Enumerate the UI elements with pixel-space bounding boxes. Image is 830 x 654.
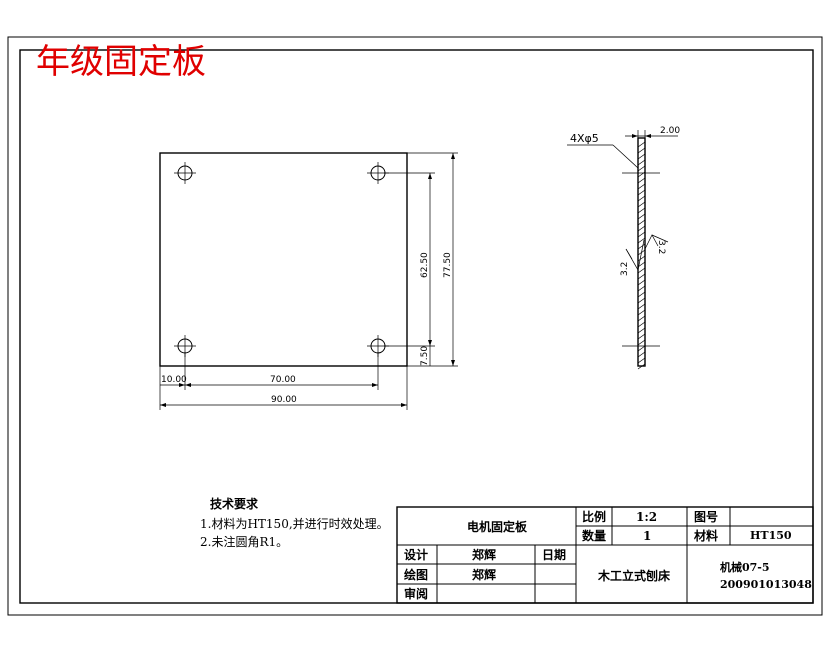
hatch-line	[637, 339, 646, 346]
hole-callout: 4Xφ5	[570, 132, 599, 145]
design-name: 郑辉	[472, 547, 496, 562]
hatch-line	[637, 279, 646, 286]
dim-62-50: 62.50	[420, 252, 430, 278]
machine-name: 木工立式刨床	[597, 568, 671, 583]
hatch-line	[637, 153, 646, 160]
hatch-line	[637, 297, 646, 304]
date-label: 日期	[542, 547, 566, 562]
hatch-line	[637, 357, 646, 364]
dim-7-50: 7.50	[420, 346, 430, 366]
qty-label: 数量	[582, 528, 606, 543]
class-name: 机械07-5	[720, 560, 770, 574]
technical-notes: 技术要求 1.材料为HT150,并进行时效处理。 2.未注圆角R1。	[200, 496, 389, 549]
hatch-line	[637, 243, 646, 250]
hatch-line	[637, 207, 646, 214]
hatch-line	[637, 213, 646, 220]
roughness-right: 3.2	[644, 234, 669, 254]
design-label: 设计	[404, 547, 428, 562]
hatch-line	[637, 345, 646, 352]
dim-10: 10.00	[161, 375, 187, 385]
dim-77-50: 77.50	[443, 252, 453, 278]
hatch-line	[637, 141, 646, 148]
hatch-line	[637, 237, 646, 244]
review-label: 审阅	[404, 586, 428, 601]
material-value: HT150	[750, 529, 792, 542]
hatch-line	[637, 231, 646, 238]
hatch-line	[637, 351, 646, 358]
thickness-dim: 2.00	[660, 126, 680, 136]
hatch-line	[637, 177, 646, 184]
notes-line-2: 2.未注圆角R1。	[200, 534, 288, 549]
outer-frame	[7, 36, 823, 616]
hatch-line	[637, 333, 646, 340]
hatch-line	[637, 147, 646, 154]
hatch-line	[637, 165, 646, 172]
hatch-line	[637, 225, 646, 232]
side-view: 4Xφ5 2.00 3.2 3.2	[567, 126, 680, 370]
notes-line-1: 1.材料为HT150,并进行时效处理。	[200, 516, 389, 531]
hatch-line	[637, 273, 646, 280]
student-id: 200901013048	[720, 578, 812, 591]
front-view: 10.00 70.00 90.00 62.50 77.50 7.50	[159, 152, 458, 410]
hatch-line	[637, 291, 646, 298]
hatch-line	[637, 327, 646, 334]
hatch-line	[637, 321, 646, 328]
hatch-line	[637, 315, 646, 322]
material-label: 材料	[693, 528, 718, 543]
hole-top-left	[174, 162, 196, 184]
hatch-line	[637, 363, 646, 370]
hatch-line	[637, 303, 646, 310]
hatch-line	[637, 267, 646, 274]
roughness-left: 3.2	[620, 239, 645, 276]
title-block: 电机固定板 比例 1:2 图号 数量 1 材料 HT150 设计 郑辉 日期 绘…	[396, 506, 814, 604]
hatch-line	[637, 219, 646, 226]
section-hatch	[637, 141, 646, 370]
hatch-line	[637, 159, 646, 166]
part-name: 电机固定板	[467, 519, 528, 534]
scale-label: 比例	[582, 509, 606, 524]
scale-value: 1:2	[636, 510, 657, 524]
plate-section	[637, 137, 646, 367]
dim-70: 70.00	[270, 375, 296, 385]
hatch-line	[637, 195, 646, 202]
draw-name: 郑辉	[472, 567, 496, 582]
dim-90: 90.00	[271, 395, 297, 405]
hatch-line	[637, 285, 646, 292]
plate-outline	[159, 152, 408, 367]
svg-text:3.2: 3.2	[620, 262, 630, 276]
svg-text:3.2: 3.2	[656, 240, 666, 254]
notes-heading: 技术要求	[210, 496, 259, 511]
hatch-line	[637, 189, 646, 196]
drawing-title: 年级固定板	[36, 42, 206, 82]
drawing-no-label: 图号	[694, 509, 718, 524]
hatch-line	[637, 201, 646, 208]
hatch-line	[637, 261, 646, 268]
draw-label: 绘图	[404, 567, 428, 582]
hatch-line	[637, 255, 646, 262]
hatch-line	[637, 309, 646, 316]
qty-value: 1	[643, 529, 651, 543]
hatch-line	[637, 183, 646, 190]
